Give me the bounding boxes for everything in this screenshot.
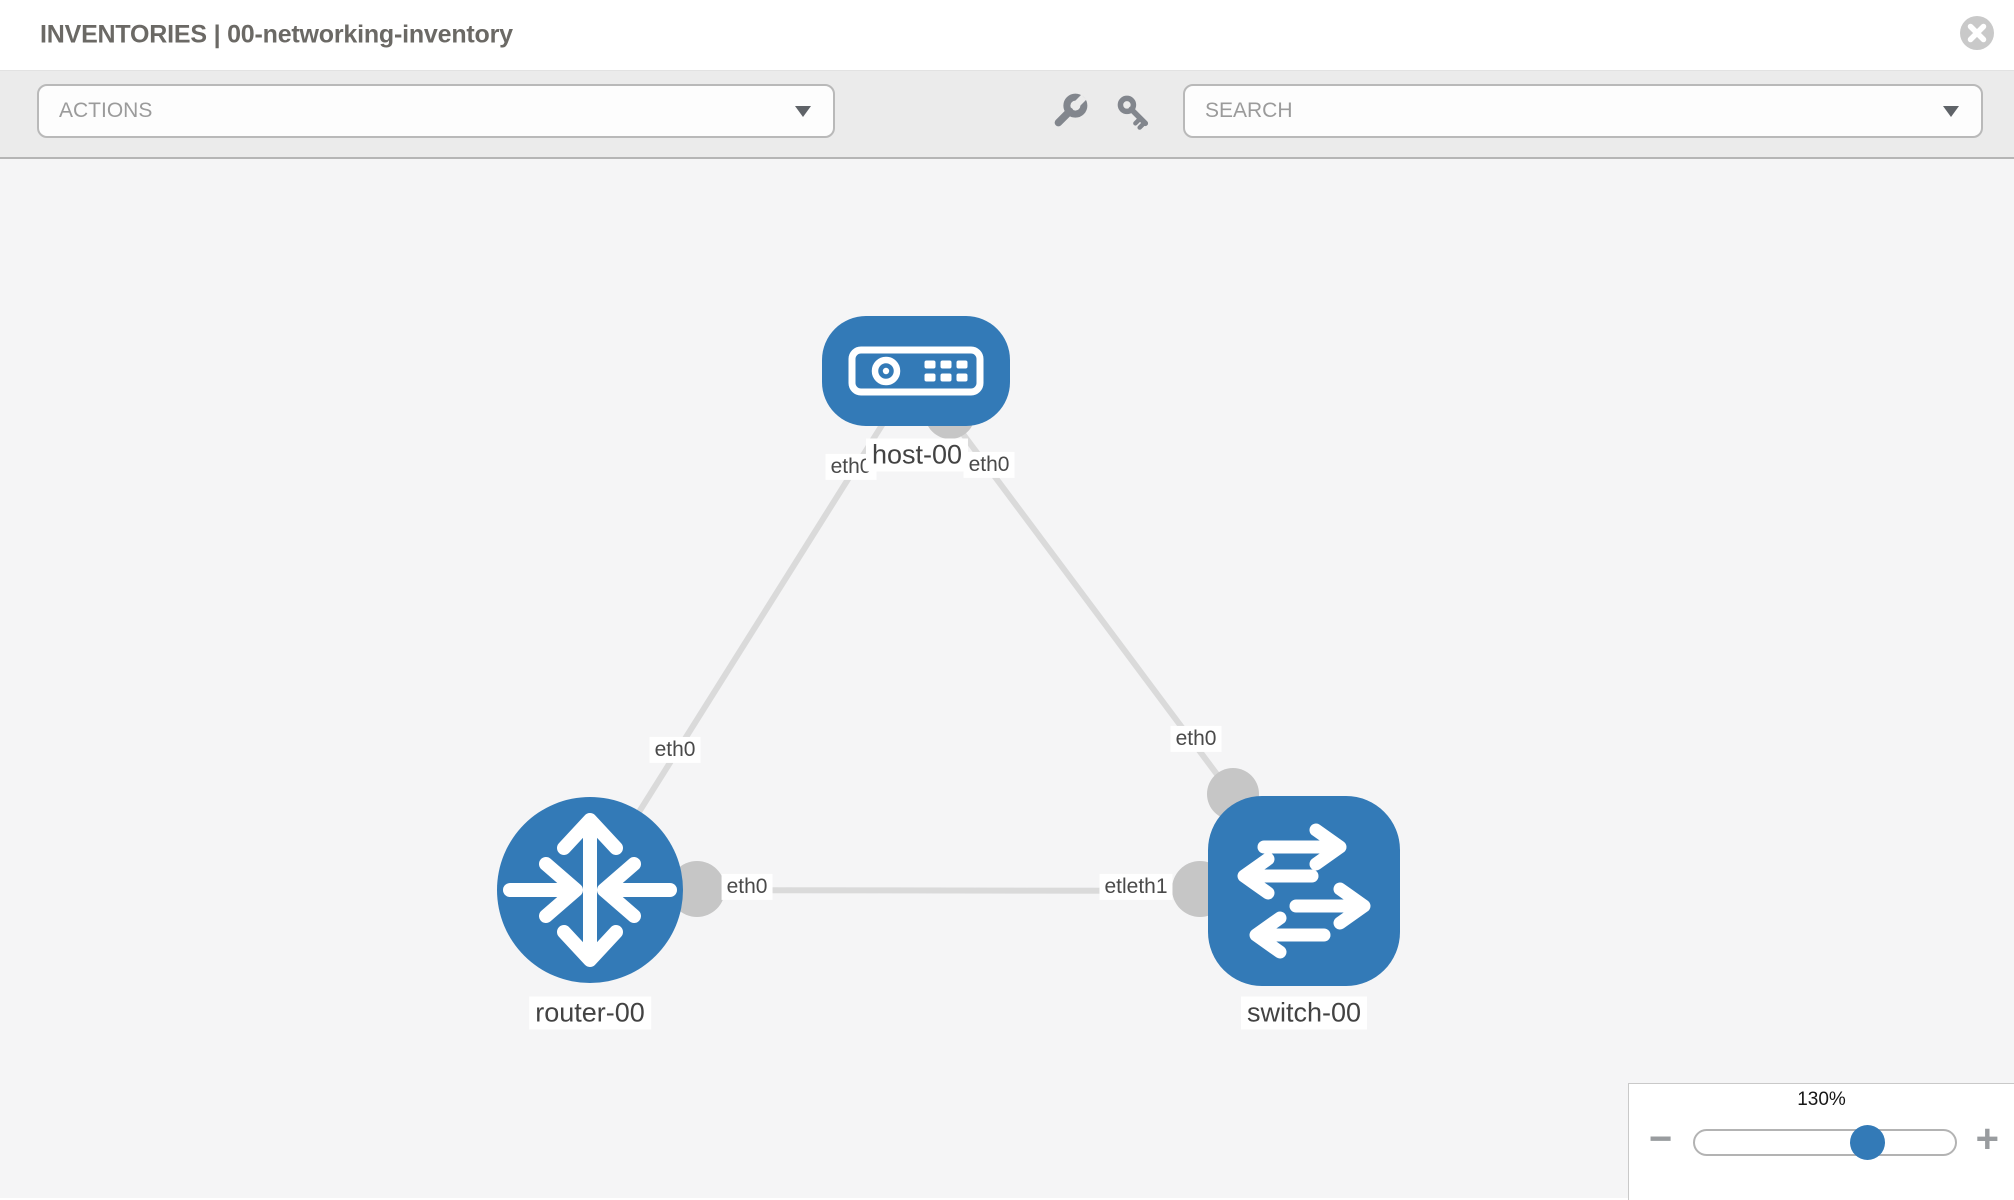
close-icon[interactable] — [1959, 15, 1995, 51]
topology-graph — [497, 316, 1400, 986]
toolbar: ACTIONS SEARCH — [0, 71, 2014, 159]
zoom-in-button[interactable]: + — [1975, 1117, 1999, 1161]
wrench-icon[interactable] — [1046, 89, 1092, 135]
server-icon — [848, 346, 984, 396]
router-arrows-icon — [503, 813, 677, 967]
node-switch-00[interactable] — [1208, 796, 1400, 986]
zoom-slider-knob[interactable] — [1850, 1125, 1885, 1160]
interface-label: eth0 — [649, 736, 701, 764]
header: INVENTORIES | 00-networking-inventory — [0, 0, 2014, 71]
page-title: INVENTORIES | 00-networking-inventory — [40, 20, 513, 49]
topology-canvas[interactable]: eth0 eth0 eth0 eth0 eth0 etleth1 host-00… — [0, 159, 2014, 1198]
key-icon[interactable] — [1113, 91, 1155, 133]
search-placeholder: SEARCH — [1205, 99, 1293, 122]
node-host-00[interactable] — [822, 316, 1010, 426]
node-label-switch-00: switch-00 — [1240, 996, 1368, 1030]
actions-dropdown[interactable]: ACTIONS — [37, 84, 835, 138]
node-label-host-00: host-00 — [865, 438, 969, 472]
actions-dropdown-label: ACTIONS — [59, 99, 153, 122]
node-router-00[interactable] — [497, 797, 683, 983]
interface-label: eth0 — [963, 451, 1015, 479]
interface-label: eth0 — [721, 873, 773, 901]
chevron-down-icon — [1943, 106, 1959, 117]
node-label-router-00: router-00 — [529, 996, 651, 1030]
chevron-down-icon — [795, 106, 811, 117]
interface-label: eth0 — [1170, 725, 1222, 753]
zoom-out-button[interactable]: − — [1649, 1117, 1673, 1161]
zoom-level-value: 130% — [1797, 1089, 1846, 1110]
interface-label: etleth1 — [1099, 873, 1173, 901]
switch-arrows-icon — [1237, 823, 1371, 959]
connector-router-eth0[interactable] — [669, 861, 725, 917]
zoom-panel: 130% − + — [1628, 1083, 2014, 1200]
search-dropdown[interactable]: SEARCH — [1183, 84, 1983, 138]
zoom-slider[interactable] — [1693, 1125, 1957, 1160]
